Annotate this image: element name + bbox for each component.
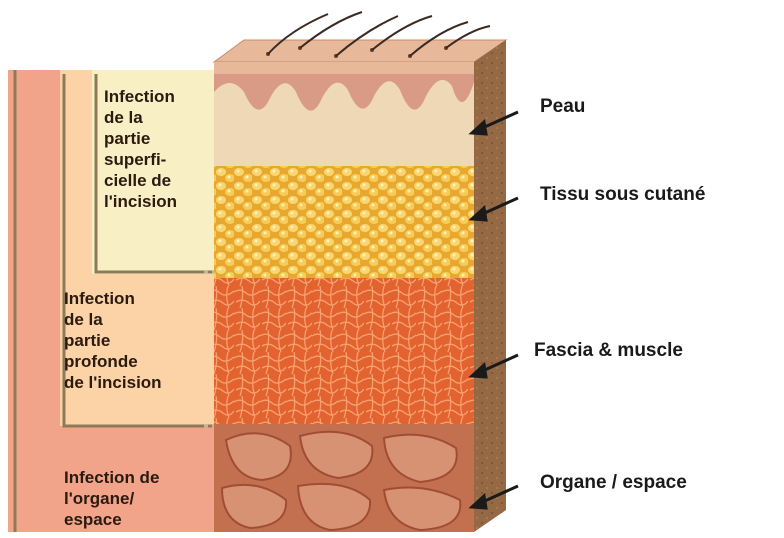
fascia-muscle-layer-label: Fascia & muscle: [534, 340, 683, 362]
organ-space-label: Infection de l'organe/ espace: [64, 467, 159, 530]
deep-incision-label: Infection de la partie profonde de l'inc…: [64, 288, 162, 393]
subcutaneous-fat-layer: [214, 166, 474, 278]
organ-space-layer-label: Organe / espace: [540, 472, 687, 494]
skin-top-face: [214, 40, 506, 62]
fascia-muscle-layer: [214, 278, 474, 424]
superficial-incision-label: Infection de la partie superfi- cielle d…: [104, 86, 177, 212]
subcutaneous-layer-label: Tissu sous cutané: [540, 184, 705, 206]
skin-layer-label: Peau: [540, 96, 585, 118]
